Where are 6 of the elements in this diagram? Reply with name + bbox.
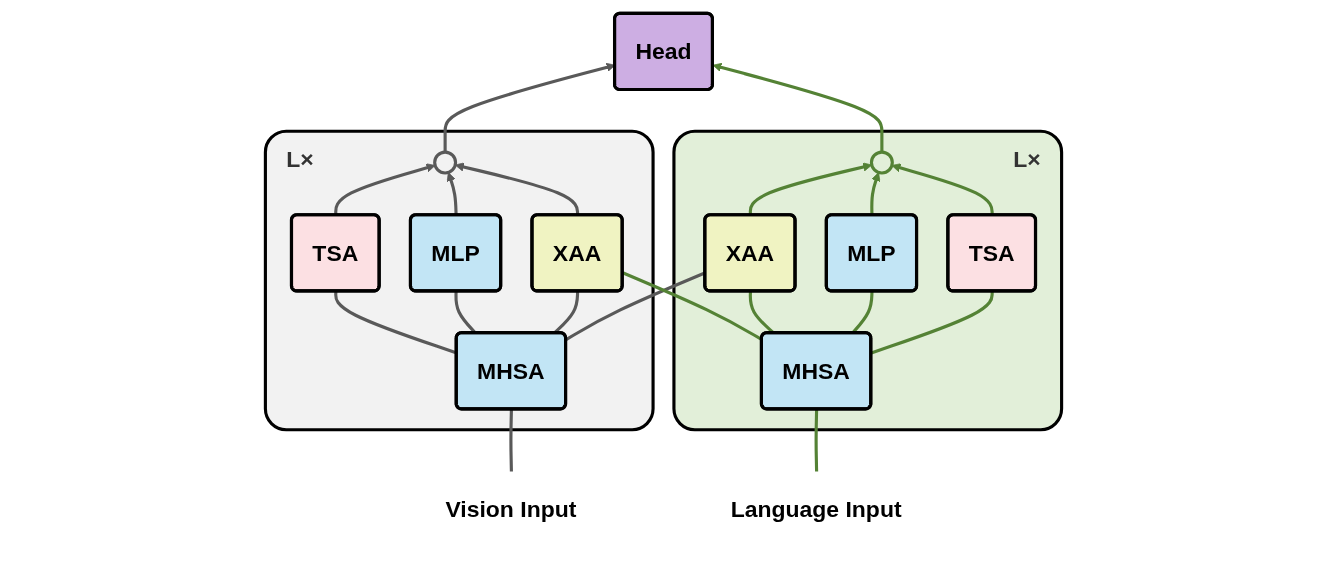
node-circle — [433, 150, 458, 175]
connector — [509, 409, 513, 473]
connector — [814, 409, 819, 473]
node-circle — [869, 150, 894, 175]
node-text: Vision Input — [445, 496, 577, 523]
node-text: Language Input — [730, 496, 902, 523]
